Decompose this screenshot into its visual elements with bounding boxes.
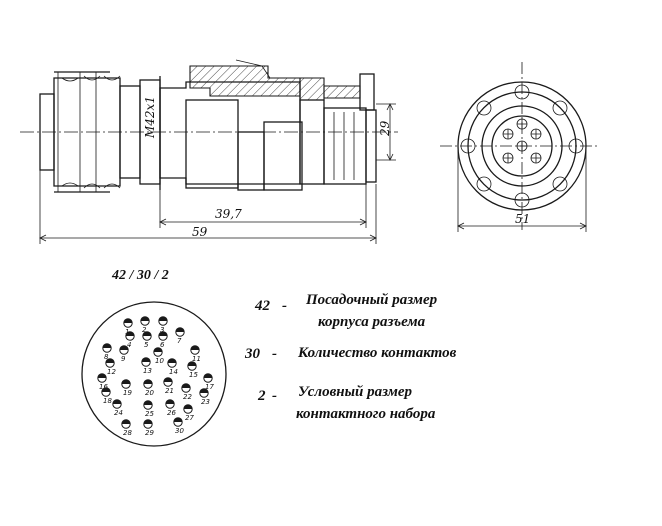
front-lobes <box>460 84 584 208</box>
contact-pin-label: 9 <box>121 355 126 363</box>
front-contacts <box>502 118 542 164</box>
contact-pin-fill <box>190 345 200 350</box>
dim-51: 51 <box>515 212 530 226</box>
contact-pin-fill <box>203 373 213 378</box>
section-hatch-top <box>189 65 301 97</box>
contact-pin-label: 8 <box>104 353 109 361</box>
contact-pin-label: 14 <box>169 368 178 376</box>
contact-pin-fill <box>105 358 115 363</box>
legend-text-3a: Условный размер <box>298 384 413 400</box>
contact-pin-label: 13 <box>143 367 152 375</box>
contact-pin-fill <box>141 357 151 362</box>
front-outer-ring <box>457 81 587 211</box>
contact-pin-fill <box>121 419 131 424</box>
contact-pin-fill <box>173 417 183 422</box>
contact-pin-fill <box>143 379 153 384</box>
contact-pin-fill <box>187 361 197 366</box>
contact-pin-label: 11 <box>192 355 201 363</box>
contact-pin-label: 12 <box>107 368 116 376</box>
contact-pin-fill <box>112 399 122 404</box>
contact-pin-label: 25 <box>145 410 154 418</box>
contact-pin-label: 16 <box>99 383 108 391</box>
connector-body <box>159 81 301 185</box>
contact-pin-label: 2 <box>142 326 147 334</box>
contact-pin-label: 23 <box>201 398 210 406</box>
side-view: M42x1 29 39,7 59 <box>20 59 398 244</box>
legend-dash-1: - <box>282 298 287 314</box>
contact-pin-fill <box>102 343 112 348</box>
contact-pin-fill <box>183 404 193 409</box>
dim-59: 59 <box>192 225 208 239</box>
front-view: 51 <box>440 62 600 232</box>
contact-pin-label: 15 <box>189 371 198 379</box>
contact-pin-fill <box>153 347 163 352</box>
legend-text-2: Количество контактов <box>298 345 457 361</box>
legend-text-3b: контактного набора <box>296 406 436 422</box>
legend-dash-3: - <box>272 388 277 404</box>
contact-pin-fill <box>175 327 185 332</box>
contact-pin-label: 6 <box>160 341 165 349</box>
contact-pin-fill <box>125 331 135 336</box>
contact-pin-label: 27 <box>185 414 194 422</box>
contact-pin-fill <box>165 399 175 404</box>
legend-num-3: 2 <box>258 388 266 404</box>
thread-label: M42x1 <box>143 96 157 139</box>
contact-pin-fill <box>158 316 168 321</box>
contact-pin-fill <box>97 373 107 378</box>
contact-pin-label: 30 <box>175 427 184 435</box>
contact-pin-label: 5 <box>144 341 149 349</box>
contact-pin-label: 21 <box>165 387 174 395</box>
contact-pin-label: 20 <box>145 389 154 397</box>
front-insert <box>323 107 367 185</box>
legend-text-1a: Посадочный размер <box>306 292 438 308</box>
contact-pin-fill <box>142 331 152 336</box>
connector-code: 42 / 30 / 2 <box>112 268 169 283</box>
contact-pin-fill <box>101 387 111 392</box>
contact-pin-label: 26 <box>167 409 176 417</box>
contact-pin-label: 24 <box>114 409 123 417</box>
contact-face <box>81 301 227 447</box>
contact-pin-label: 18 <box>103 397 112 405</box>
contact-pin-fill <box>143 400 153 405</box>
contact-pin-label: 19 <box>123 389 132 397</box>
contact-pin-fill <box>143 419 153 424</box>
contact-pin-label: 1 <box>125 328 129 336</box>
contact-pin-fill <box>163 377 173 382</box>
contact-pin-label: 22 <box>183 393 192 401</box>
contact-pin-fill <box>181 383 191 388</box>
legend-dash-2: - <box>272 346 277 362</box>
legend-num-2: 30 <box>245 346 260 362</box>
contact-pin-fill <box>121 379 131 384</box>
contact-pin-label: 7 <box>177 337 182 345</box>
contact-pin-fill <box>123 318 133 323</box>
contact-pin-fill <box>158 331 168 336</box>
contact-pin-label: 17 <box>205 383 214 391</box>
contact-pin-fill <box>119 345 129 350</box>
contact-pin-fill <box>167 358 177 363</box>
dim-29: 29 <box>378 120 392 137</box>
legend-text-1b: корпуса разъема <box>318 314 426 330</box>
contact-pin-label: 3 <box>160 326 164 334</box>
contact-pin-label: 29 <box>145 429 154 437</box>
contact-pin-label: 4 <box>127 341 131 349</box>
contact-pin-fill <box>199 388 209 393</box>
legend-num-1: 42 <box>255 298 270 314</box>
dim-39-7: 39,7 <box>215 207 242 221</box>
contact-pin-fill <box>140 316 150 321</box>
contact-pin-label: 10 <box>155 357 164 365</box>
contact-pin-label: 28 <box>123 429 132 437</box>
